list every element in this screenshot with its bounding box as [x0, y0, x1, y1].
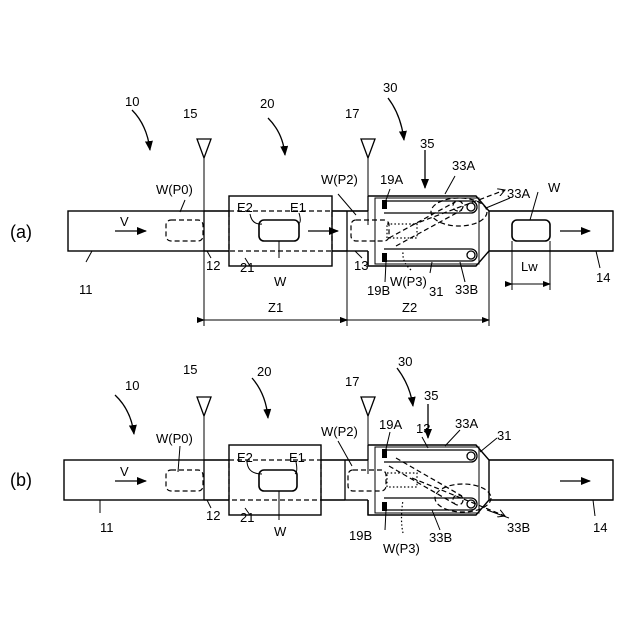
- label-e1-a: E1: [290, 200, 306, 215]
- label-20-b: 20: [257, 364, 271, 379]
- label-v-a: V: [120, 214, 129, 229]
- sensor-17-b: [361, 397, 375, 416]
- callout-20-a: [268, 118, 285, 155]
- label-11-a: 11: [79, 282, 93, 297]
- label-19b-a: 19B: [367, 283, 390, 298]
- label-21-b: 21: [240, 510, 254, 525]
- label-17-b: 17: [345, 374, 359, 389]
- label-14-a: 14: [596, 270, 610, 285]
- label-e1-b: E1: [289, 450, 305, 465]
- sensor-19b-a: [382, 253, 387, 262]
- panel-a: (a): [10, 80, 613, 326]
- label-13-a: 13: [354, 258, 368, 273]
- label-33b-a: 33B: [455, 282, 478, 297]
- label-33a-a: 33A: [452, 158, 475, 173]
- label-17-a: 17: [345, 106, 359, 121]
- label-wp2-a: W(P2): [321, 172, 358, 187]
- workpiece-center-b: [259, 470, 297, 491]
- panel-b-label: (b): [10, 470, 32, 490]
- label-10-b: 10: [125, 378, 139, 393]
- sensor-19a-a: [382, 200, 387, 209]
- label-35-a: 35: [420, 136, 434, 151]
- label-33b2-b: 33B: [507, 520, 530, 535]
- conveyor-b: [64, 460, 613, 500]
- label-33a2-a: 33A: [507, 186, 530, 201]
- label-10-a: 10: [125, 94, 139, 109]
- label-33b-b: 33B: [429, 530, 452, 545]
- label-z2-a: Z2: [402, 300, 417, 315]
- label-w-center-b: W: [274, 524, 287, 539]
- label-19a-a: 19A: [380, 172, 403, 187]
- callout-10-b: [115, 395, 134, 434]
- label-wp3-b: W(P3): [383, 541, 420, 556]
- label-w-right-a: W: [548, 180, 561, 195]
- label-12-a: 12: [206, 258, 220, 273]
- callout-20-b: [252, 378, 268, 418]
- label-30-b: 30: [398, 354, 412, 369]
- label-11-b: 11: [100, 520, 114, 535]
- label-e2-b: E2: [237, 450, 253, 465]
- sensor-15-b: [197, 397, 211, 416]
- label-lw-a: Lw: [521, 259, 538, 274]
- label-20-a: 20: [260, 96, 274, 111]
- callout-30-a: [388, 98, 404, 140]
- label-19b-b: 19B: [349, 528, 372, 543]
- panel-a-label: (a): [10, 222, 32, 242]
- label-14-b: 14: [593, 520, 607, 535]
- sensor-19b-b: [382, 502, 387, 511]
- label-wp0-b: W(P0): [156, 431, 193, 446]
- label-15-a: 15: [183, 106, 197, 121]
- callout-30-b: [397, 368, 413, 406]
- label-z1-a: Z1: [268, 300, 283, 315]
- workpiece-center-a: [259, 220, 299, 241]
- label-e2-a: E2: [237, 200, 253, 215]
- label-33a-b: 33A: [455, 416, 478, 431]
- label-12-b: 12: [206, 508, 220, 523]
- label-wp3-a: W(P3): [390, 274, 427, 289]
- label-30-a: 30: [383, 80, 397, 95]
- label-13-b: 13: [416, 421, 430, 436]
- label-31-a: 31: [429, 284, 443, 299]
- label-wp2-b: W(P2): [321, 424, 358, 439]
- label-35-b: 35: [424, 388, 438, 403]
- label-wp0-a: W(P0): [156, 182, 193, 197]
- label-v-b: V: [120, 464, 129, 479]
- sensor-19a-b: [382, 449, 387, 458]
- sensor-15-a: [197, 139, 211, 158]
- label-19a-b: 19A: [379, 417, 402, 432]
- sensor-17-a: [361, 139, 375, 158]
- workpiece-right-a: [512, 220, 550, 241]
- label-21-a: 21: [240, 260, 254, 275]
- label-15-b: 15: [183, 362, 197, 377]
- callout-10-a: [132, 110, 150, 150]
- label-w-center-a: W: [274, 274, 287, 289]
- label-31-b: 31: [497, 428, 511, 443]
- panel-b: (b): [10, 354, 613, 556]
